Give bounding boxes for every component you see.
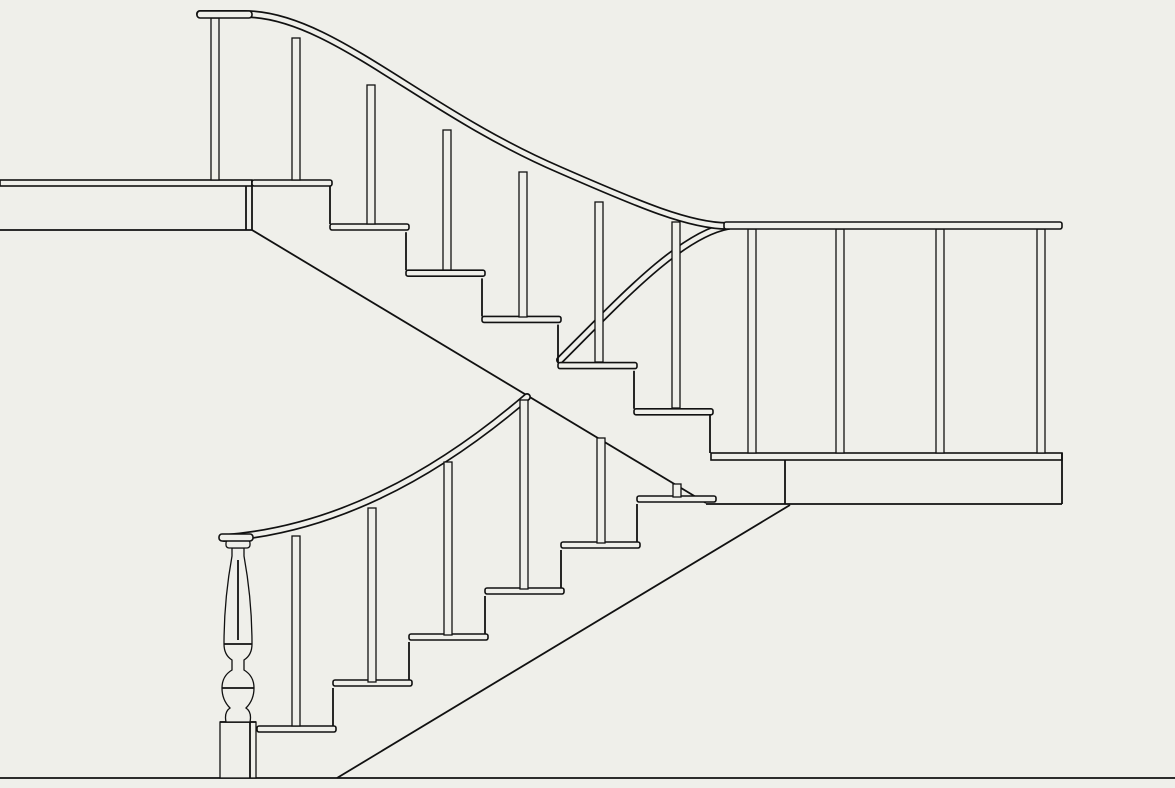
tread <box>557 361 638 370</box>
baluster <box>835 228 845 454</box>
lower-handrail <box>220 222 732 542</box>
balusters <box>210 17 1046 727</box>
upper-flight-soffit <box>251 229 707 504</box>
upper-left-landing <box>0 179 333 231</box>
tread <box>633 407 714 416</box>
baluster <box>594 201 604 363</box>
tread <box>329 223 410 231</box>
baluster <box>1036 228 1046 454</box>
lower-flight-soffit <box>336 504 791 779</box>
baluster <box>210 17 220 181</box>
right-landing <box>706 452 1063 505</box>
baluster <box>367 507 377 683</box>
baluster <box>291 535 301 727</box>
baluster <box>443 461 453 636</box>
tread <box>256 725 337 733</box>
newel-post <box>218 533 257 779</box>
upper-handrail <box>196 10 1063 230</box>
baluster <box>671 221 681 409</box>
baluster <box>672 483 682 498</box>
tread <box>405 269 486 278</box>
baluster <box>366 84 376 225</box>
baluster <box>442 129 452 271</box>
baluster <box>518 171 528 318</box>
baluster <box>291 37 301 181</box>
baluster <box>596 437 606 544</box>
baluster <box>747 228 757 454</box>
baluster <box>519 399 529 590</box>
baluster <box>935 228 945 454</box>
